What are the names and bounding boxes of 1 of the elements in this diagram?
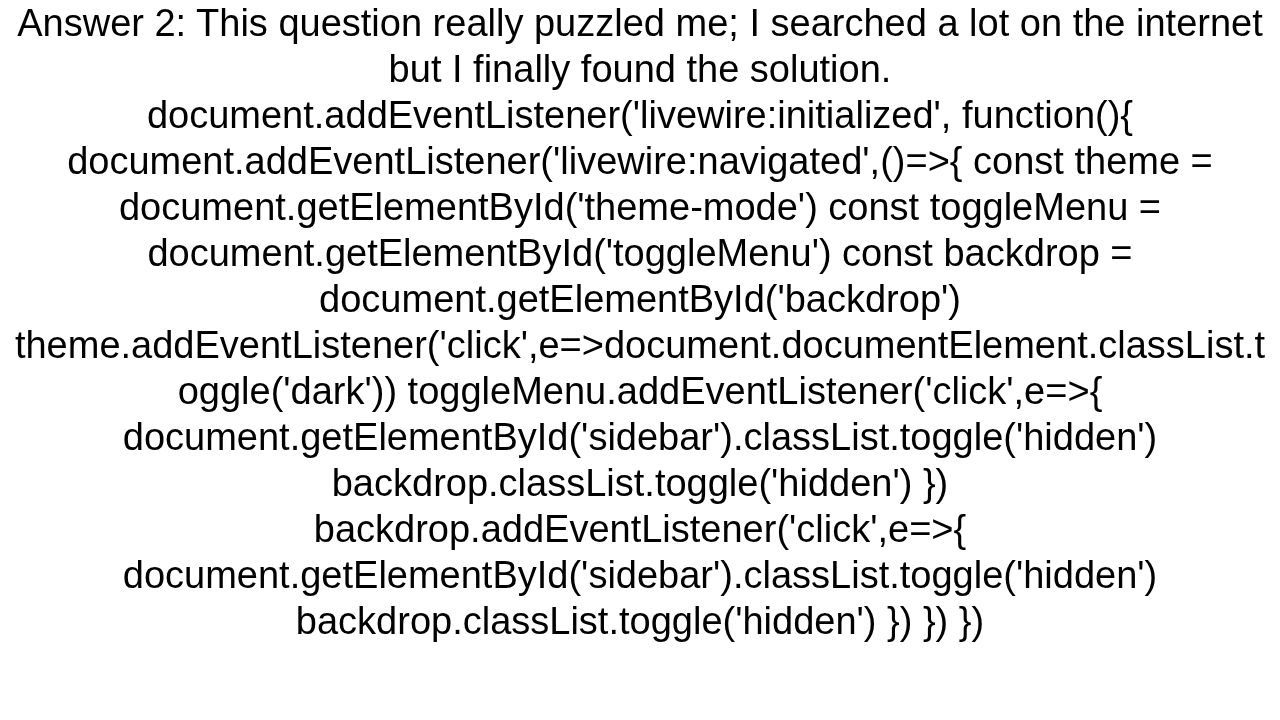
answer-text: Answer 2: This question really puzzled me; I searched a lot on the internet but I finally found the solution. document.addEventListener('livewire:initialized', function(){ document.addEventListener('livewire:navigated',()=>{ const theme = document.getElementById('theme-mode') const toggleMenu = document.getElementById('toggleMenu') const backdrop = document.getElementById('backdrop') theme.addEventListener('click',e=>document.documentElement.classList.toggle('dark')) toggleMenu.addEventListener('click',e=>{ document.getElementById('sidebar').classList.toggle('hidden') backdrop.classList.toggle('hidden') }) backdrop.addEventListener('click',e=>{ document.getElementById('sidebar').classList.toggle('hidden') backdrop.classList.toggle('hidden') }) }) })	[13, 1, 1267, 644]
